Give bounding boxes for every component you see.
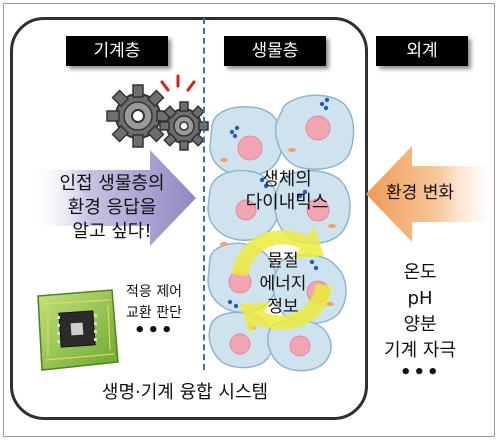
bio-title-line: 다이내믹스 bbox=[245, 192, 329, 213]
layer-divider bbox=[203, 18, 205, 370]
cycle-arrow-icon bbox=[232, 226, 332, 334]
question-line: 환경 응답을 bbox=[67, 197, 157, 218]
mechanical-layer-label: 기계층 bbox=[66, 36, 168, 66]
nucleus bbox=[237, 135, 263, 161]
gears-icon bbox=[106, 74, 209, 151]
environment-change-arrow bbox=[366, 146, 486, 242]
mechanical-ellipsis: ••• bbox=[134, 320, 175, 341]
nucleus bbox=[306, 198, 330, 222]
fusion-system-box bbox=[10, 17, 368, 420]
nucleus bbox=[235, 199, 257, 221]
flow-line: 물질 bbox=[267, 251, 299, 271]
stimuli-list: 온도 pH 양분 기계 자극 bbox=[372, 260, 468, 364]
adapt-line: 적응 제어 bbox=[126, 284, 182, 300]
stimulus-item: 온도 bbox=[403, 262, 437, 283]
system-title: 생명·기계 융합 시스템 bbox=[101, 382, 269, 403]
biological-layer-label: 생물층 bbox=[224, 36, 326, 66]
stimulus-item: 기계 자극 bbox=[384, 340, 456, 361]
adaptive-control-text: 적응 제어 교환 판단 bbox=[108, 282, 200, 324]
flow-line: 에너지 bbox=[259, 274, 307, 294]
nucleus bbox=[229, 333, 251, 355]
external-label: 외계 bbox=[376, 36, 468, 66]
mechanical-question: 인접 생물층의 환경 응답을 알고 싶다! bbox=[32, 172, 192, 244]
figure-frame bbox=[3, 3, 495, 437]
adapt-line: 교환 판단 bbox=[126, 305, 182, 321]
stimuli-ellipsis: ••• bbox=[400, 362, 441, 383]
environment-change-label: 환경 변화 bbox=[386, 183, 454, 203]
question-line: 인접 생물층의 bbox=[59, 173, 165, 194]
bio-title-line: 생체의 bbox=[262, 169, 312, 190]
flow-line: 정보 bbox=[267, 297, 299, 317]
sense-arrow bbox=[30, 150, 196, 246]
material-energy-info-text: 물질 에너지 정보 bbox=[238, 250, 328, 319]
nucleus bbox=[305, 115, 331, 141]
nucleus bbox=[289, 335, 311, 357]
microchip-icon bbox=[37, 289, 119, 371]
question-line: 알고 싶다! bbox=[72, 221, 152, 242]
stimulus-item: pH bbox=[407, 288, 433, 309]
biological-dynamics-text: 생체의 다이내믹스 bbox=[222, 168, 352, 214]
stimulus-item: 양분 bbox=[403, 314, 437, 335]
cell-granules bbox=[227, 97, 330, 309]
